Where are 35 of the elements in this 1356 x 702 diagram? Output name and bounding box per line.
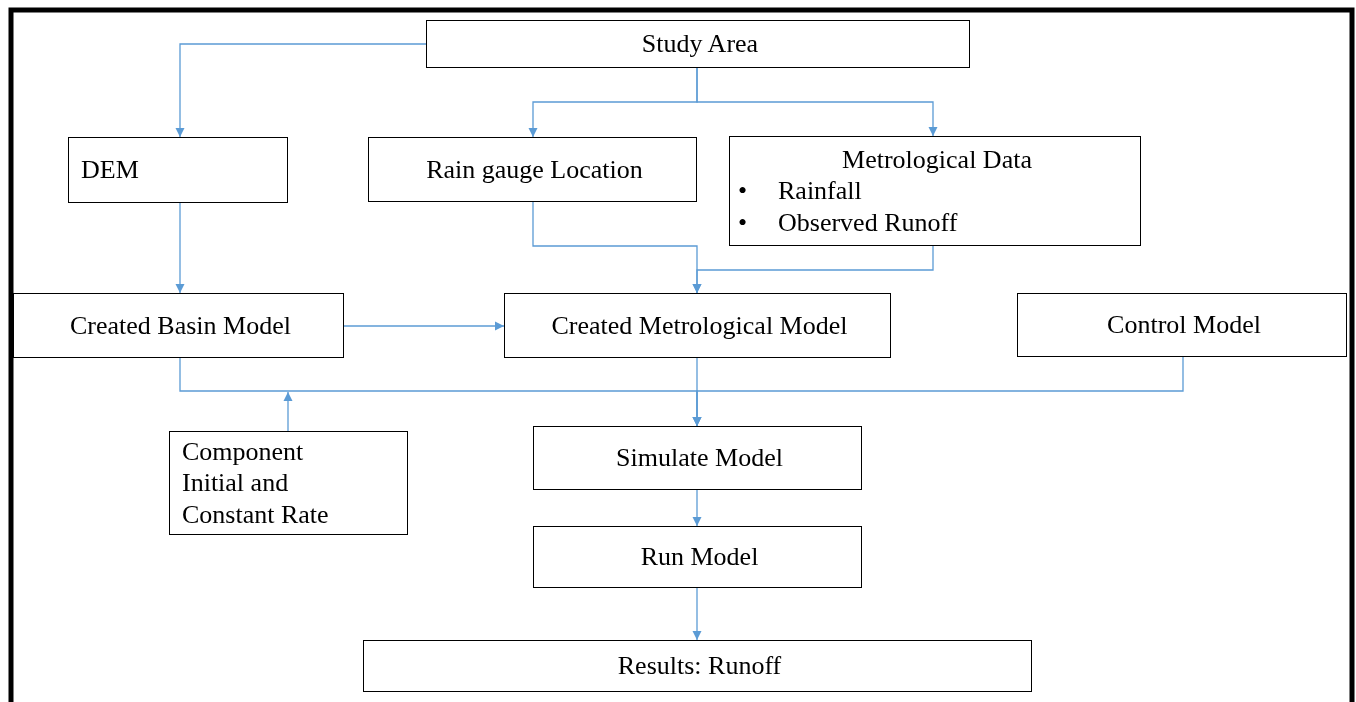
box-label: Run Model xyxy=(639,541,760,573)
list-item: Rainfall xyxy=(778,175,862,207)
arrow xyxy=(692,587,702,641)
process-box xyxy=(169,431,408,535)
process-box xyxy=(533,426,862,490)
box-label: Control Model xyxy=(1106,309,1262,341)
box-label: Created Basin Model xyxy=(69,309,292,342)
box-label: DEM xyxy=(81,154,140,186)
process-box xyxy=(368,137,697,202)
arrow xyxy=(692,245,934,294)
box-label: Created Metrological Model xyxy=(550,309,849,342)
process-box xyxy=(729,136,1141,246)
arrow xyxy=(283,391,293,432)
arrow xyxy=(175,43,427,138)
process-box xyxy=(1017,293,1347,357)
box-label: Simulate Model xyxy=(615,442,784,474)
arrow xyxy=(696,67,938,137)
arrow xyxy=(343,321,505,331)
process-box xyxy=(504,293,891,358)
box-label: Study Area xyxy=(640,28,760,60)
box-label: Rain gauge Location xyxy=(425,153,644,186)
process-box xyxy=(426,20,970,68)
box-label: Component Initial and Constant Rate xyxy=(182,436,330,530)
arrow xyxy=(692,356,1184,427)
bullet-marker: • xyxy=(738,175,748,207)
process-box xyxy=(13,293,344,358)
arrow xyxy=(175,202,185,294)
process-box xyxy=(68,137,288,203)
process-box xyxy=(363,640,1032,692)
list-item: Observed Runoff xyxy=(778,206,958,238)
box-label: Results: Runoff xyxy=(616,650,783,682)
box-label: Metrological Data xyxy=(841,144,1033,176)
bullet-marker: • xyxy=(738,206,748,238)
arrow xyxy=(692,489,702,527)
process-box xyxy=(533,526,862,588)
